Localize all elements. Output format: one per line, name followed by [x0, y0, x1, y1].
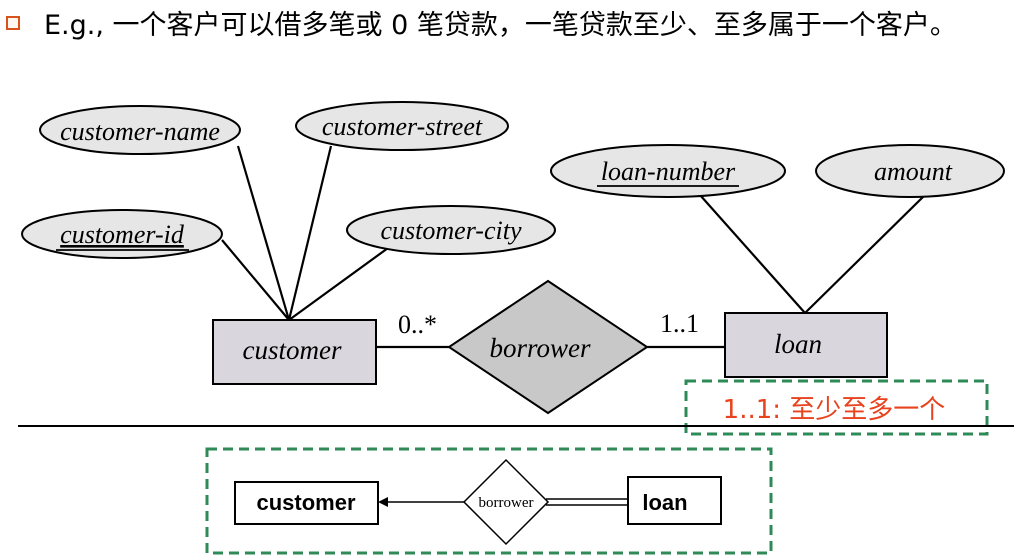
- attribute-shape: [815, 144, 1005, 198]
- attribute-shape: [21, 209, 223, 259]
- relationship-shape: [447, 279, 649, 415]
- line-loan-number: [699, 194, 806, 314]
- attribute-customer-city: customer-city: [346, 205, 556, 255]
- relationship-shape: [462, 458, 550, 546]
- attribute-shape: [346, 205, 556, 255]
- attribute-connectors: [221, 145, 926, 349]
- square-bullet-icon: [6, 16, 20, 30]
- cardinality-customer-side: 0..*: [398, 310, 437, 339]
- line-customer-street: [287, 145, 333, 321]
- entity-shape: [627, 476, 722, 525]
- attribute-shape: [39, 105, 241, 155]
- bottom-dashed-border: [205, 447, 773, 555]
- note-dashed-border: [684, 379, 989, 436]
- bottom-entity-loan: loan: [627, 476, 722, 525]
- cardinality-note: 1..1: 至少至多一个: [684, 379, 989, 436]
- entity-label: customer: [256, 490, 355, 515]
- arrow-head-icon: [378, 497, 388, 507]
- attribute-loan-number: loan-number: [550, 144, 786, 198]
- attribute-customer-id: customer-id: [21, 209, 223, 259]
- attribute-shape: [550, 144, 786, 198]
- line-amount: [804, 194, 926, 314]
- entity-label: loan: [642, 490, 687, 515]
- primary-key-label: loan-number: [601, 157, 736, 186]
- attribute-label: customer-name: [60, 117, 220, 146]
- attribute-customer-street: customer-street: [295, 101, 509, 151]
- note-text: 1..1: 至少至多一个: [723, 395, 946, 425]
- bottom-entity-customer: customer: [234, 481, 379, 525]
- attribute-customer-name: customer-name: [39, 105, 241, 155]
- line-customer-id: [221, 239, 290, 321]
- relationship-label: borrower: [479, 495, 534, 511]
- line-customer-city: [288, 247, 389, 321]
- line-customer-name: [236, 145, 291, 321]
- entity-customer: customer: [212, 319, 377, 385]
- entity-shape: [724, 312, 888, 378]
- cardinality-loan-side: 1..1: [660, 309, 699, 338]
- bullet-text: E.g., 一个客户可以借多笔或 0 笔贷款，一笔贷款至少、至多属于一个客户。: [44, 10, 957, 41]
- entity-label: loan: [774, 329, 822, 359]
- primary-key-label: customer-id: [60, 220, 185, 249]
- relationship-borrower: borrower: [447, 279, 649, 415]
- entity-loan: loan: [724, 312, 888, 378]
- entity-label: customer: [243, 335, 342, 365]
- attribute-label: customer-city: [381, 216, 522, 245]
- attribute-label: customer-street: [322, 112, 483, 141]
- attribute-shape: [295, 101, 509, 151]
- relationship-label: borrower: [489, 333, 591, 363]
- bottom-relationship-borrower: borrower: [462, 458, 550, 546]
- entity-shape: [234, 481, 379, 525]
- attribute-label: amount: [874, 157, 953, 186]
- entity-shape: [212, 319, 377, 385]
- attribute-amount: amount: [815, 144, 1005, 198]
